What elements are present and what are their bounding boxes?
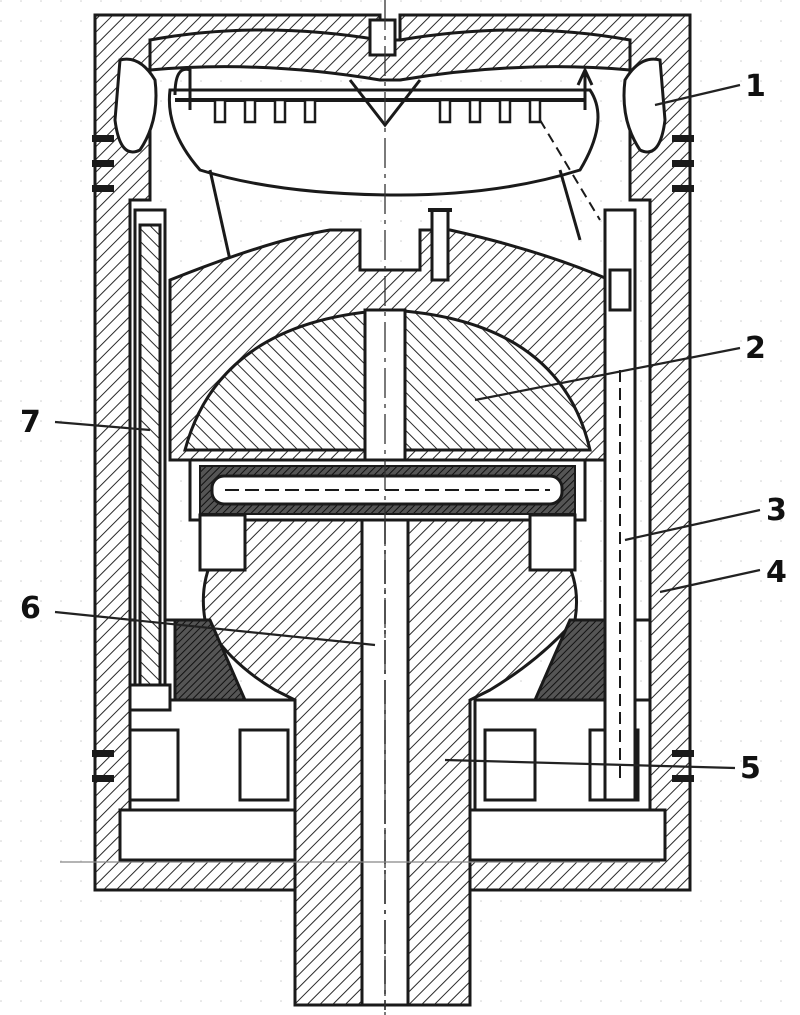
connecting-rod-head (168, 208, 612, 462)
leader-3 (624, 508, 761, 542)
leader-7 (54, 420, 151, 432)
callout-7: 7 (20, 405, 41, 440)
callout-4: 4 (766, 555, 787, 590)
callout-3: 3 (766, 493, 787, 528)
connecting-rod-shank (201, 518, 579, 1010)
oil-tube-left (128, 208, 172, 712)
leader-2 (474, 346, 741, 402)
nozzle-row (213, 98, 542, 124)
oil-tube-right (603, 208, 637, 802)
callout-6: 6 (20, 591, 41, 626)
callout-5: 5 (740, 751, 761, 786)
cooling-chamber (167, 18, 601, 261)
leader-6 (54, 610, 376, 647)
leader-4 (659, 568, 761, 594)
leader-1 (654, 83, 741, 107)
skirt-base (60, 808, 667, 863)
ring-grooves-left (92, 135, 114, 782)
ring-grooves-right (672, 135, 694, 782)
leader-5 (444, 758, 736, 770)
gudgeon-pin (188, 458, 587, 522)
callout-1: 1 (745, 69, 766, 104)
callouts: 1 2 3 4 5 6 7 (20, 69, 787, 786)
callout-2: 2 (745, 331, 766, 366)
